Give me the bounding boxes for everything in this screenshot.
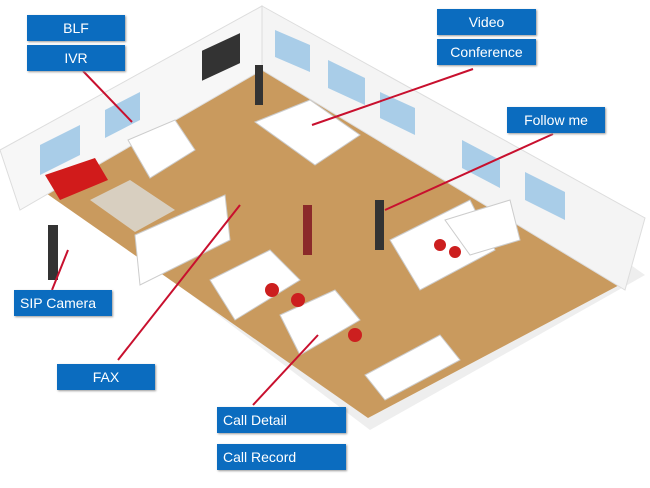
label-ivr: IVR bbox=[27, 45, 125, 71]
windows bbox=[40, 30, 565, 220]
tv bbox=[202, 33, 240, 81]
red-sofa bbox=[45, 158, 108, 200]
label-call-detail: Call Detail bbox=[217, 407, 346, 433]
label-video: Video bbox=[437, 9, 536, 35]
people bbox=[48, 65, 384, 280]
label-follow-me: Follow me bbox=[507, 107, 605, 133]
pointer-lines bbox=[51, 68, 554, 406]
label-blf: BLF bbox=[27, 15, 125, 41]
label-fax: FAX bbox=[57, 364, 155, 390]
label-call-record: Call Record bbox=[217, 444, 346, 470]
label-sip-camera: SIP Camera bbox=[14, 290, 112, 316]
rug bbox=[90, 180, 175, 232]
label-conference: Conference bbox=[437, 39, 536, 65]
chairs bbox=[265, 239, 461, 342]
